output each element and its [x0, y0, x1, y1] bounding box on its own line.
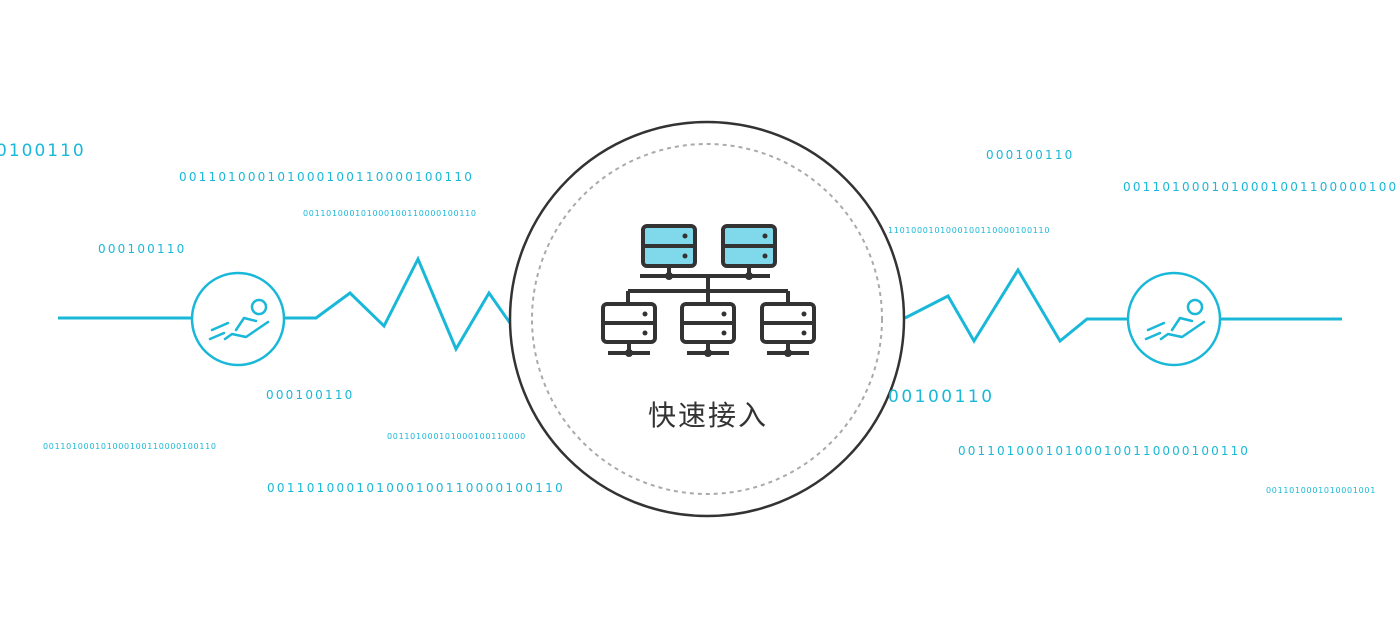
binary-text: 001101000101000100110000100110: [958, 444, 1251, 458]
binary-text: 001101000101000100110000100110: [303, 209, 477, 218]
binary-text: 000100110: [986, 148, 1075, 162]
binary-text: 001101000101000100110000: [387, 432, 526, 441]
left-zigzag-signal: [284, 255, 512, 353]
binary-text: 0100110: [0, 141, 86, 161]
right-runner-badge: [1126, 271, 1222, 367]
binary-text: 000100110: [266, 388, 355, 402]
server-network-icon: [601, 224, 816, 357]
right-zigzag-signal: [904, 267, 1128, 344]
binary-text: 000100110: [98, 242, 187, 256]
sprint-runner-icon: [208, 298, 270, 341]
center-caption: 快速接入: [647, 399, 768, 432]
binary-text: 001101000101000100110000100110: [43, 442, 217, 451]
center-dashed-ring: [531, 143, 883, 495]
binary-text: 0011010001010001001100000100: [1123, 180, 1399, 194]
left-runner-badge: [190, 271, 286, 367]
binary-text: 0011010001010001001: [1266, 486, 1377, 495]
binary-text: 001101000101000100110000100110: [179, 170, 475, 184]
binary-text: 00100110: [888, 387, 995, 407]
binary-text: 001101000101000100110000100110: [267, 481, 566, 495]
sprint-runner-icon: [1144, 298, 1206, 341]
binary-text: 1101000101000100110000100110: [888, 226, 1051, 235]
